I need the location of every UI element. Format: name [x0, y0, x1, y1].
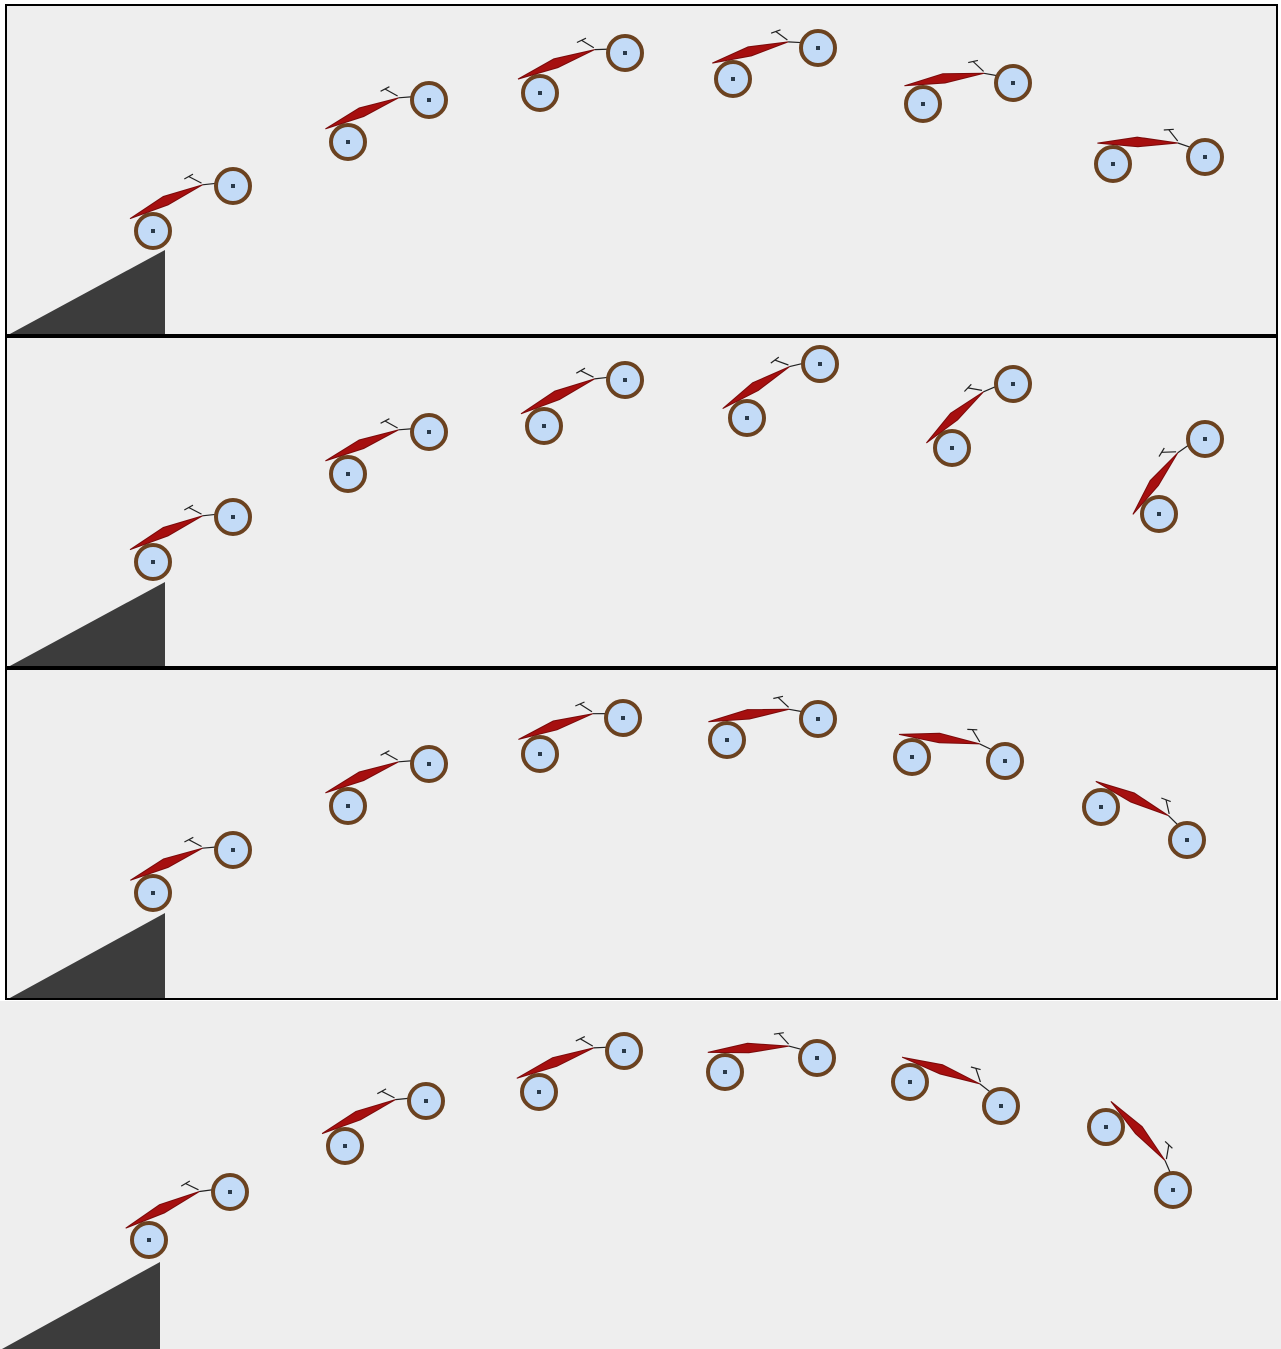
- rear-wheel-hub: [346, 140, 350, 144]
- rear-wheel-hub: [343, 1144, 347, 1148]
- front-wheel-hub: [1185, 838, 1189, 842]
- front-wheel-hub: [623, 378, 627, 382]
- rear-wheel-hub: [537, 1090, 541, 1094]
- panel-2: [6, 337, 1277, 667]
- panel-1: [6, 5, 1277, 335]
- rear-wheel-hub: [908, 1080, 912, 1084]
- rear-wheel-hub: [725, 738, 729, 742]
- front-wheel-hub: [816, 717, 820, 721]
- rear-wheel-hub: [151, 891, 155, 895]
- front-wheel-hub: [818, 362, 822, 366]
- rear-wheel-hub: [745, 416, 749, 420]
- front-wheel-hub: [621, 716, 625, 720]
- rear-wheel-hub: [1099, 805, 1103, 809]
- rear-wheel-hub: [950, 446, 954, 450]
- front-wheel-hub: [427, 762, 431, 766]
- front-wheel-hub: [999, 1104, 1003, 1108]
- rear-wheel-hub: [921, 102, 925, 106]
- handlebar: [1164, 129, 1174, 130]
- front-wheel-hub: [1011, 81, 1015, 85]
- front-wheel-hub: [1171, 1188, 1175, 1192]
- front-wheel-hub: [815, 1056, 819, 1060]
- rear-wheel-hub: [538, 91, 542, 95]
- rear-wheel-hub: [151, 229, 155, 233]
- rear-wheel-hub: [1157, 512, 1161, 516]
- front-wheel-hub: [228, 1190, 232, 1194]
- rear-wheel-hub: [910, 755, 914, 759]
- front-wheel-hub: [622, 1049, 626, 1053]
- rear-wheel-hub: [151, 560, 155, 564]
- front-wheel-hub: [231, 184, 235, 188]
- rear-wheel-hub: [538, 752, 542, 756]
- panel-3: [6, 669, 1277, 999]
- front-wheel-hub: [231, 848, 235, 852]
- front-wheel-hub: [424, 1099, 428, 1103]
- rear-wheel-hub: [346, 804, 350, 808]
- rear-wheel-hub: [723, 1070, 727, 1074]
- panel-4: [0, 1001, 1281, 1349]
- rear-wheel-hub: [731, 77, 735, 81]
- handlebar-stem: [1162, 452, 1176, 453]
- front-wheel-hub: [1203, 437, 1207, 441]
- rear-wheel-hub: [346, 472, 350, 476]
- front-wheel-hub: [427, 430, 431, 434]
- front-wheel-hub: [1011, 382, 1015, 386]
- front-wheel-hub: [231, 515, 235, 519]
- front-wheel-hub: [816, 46, 820, 50]
- rear-wheel-hub: [147, 1238, 151, 1242]
- front-wheel-hub: [1003, 759, 1007, 763]
- rear-wheel-hub: [542, 424, 546, 428]
- front-wheel-hub: [1203, 155, 1207, 159]
- rear-wheel-hub: [1104, 1125, 1108, 1129]
- front-wheel-hub: [427, 98, 431, 102]
- rear-wheel-hub: [1111, 162, 1115, 166]
- front-wheel-hub: [623, 51, 627, 55]
